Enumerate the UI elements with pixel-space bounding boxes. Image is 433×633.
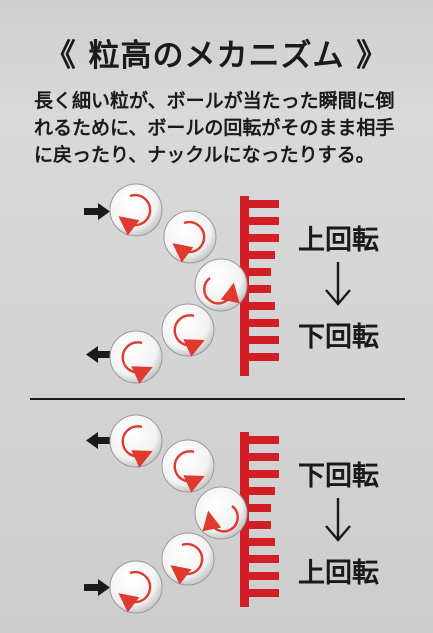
ball-icon: [161, 303, 215, 357]
section-divider: [30, 398, 405, 400]
description-line: に戻ったり、ナックルになったりする。: [34, 144, 375, 166]
description-line: 長く細い粒が、ボールが当たった瞬間に倒: [34, 90, 395, 112]
incoming-arrow-icon: [84, 579, 110, 596]
ball-icon: [194, 486, 248, 540]
spin-label-after: 下回転: [298, 322, 379, 353]
ball-icon: [161, 532, 215, 586]
ball-icon: [109, 560, 163, 614]
ball-icon: [194, 258, 248, 312]
spin-label-before: 上回転: [298, 225, 379, 256]
outgoing-arrow-icon: [86, 432, 112, 449]
ball-icon: [109, 414, 163, 468]
spin-label-before: 下回転: [298, 461, 379, 492]
description-line: れるために、ボールの回転がそのまま相手: [34, 117, 395, 139]
page-title: 《 粒高のメカニズム 》: [44, 38, 389, 74]
description-text: 長く細い粒が、ボールが当たった瞬間に倒 れるために、ボールの回転がそのまま相手 …: [34, 88, 424, 169]
outgoing-arrow-icon: [86, 346, 112, 363]
down-arrow-icon: [325, 498, 351, 542]
ball-icon: [109, 330, 163, 384]
spin-label-after: 上回転: [298, 558, 379, 589]
down-arrow-icon: [325, 262, 351, 306]
ball-icon: [109, 183, 163, 237]
ball-icon: [161, 439, 215, 493]
ball-icon: [163, 210, 217, 264]
incoming-arrow-icon: [84, 203, 110, 220]
